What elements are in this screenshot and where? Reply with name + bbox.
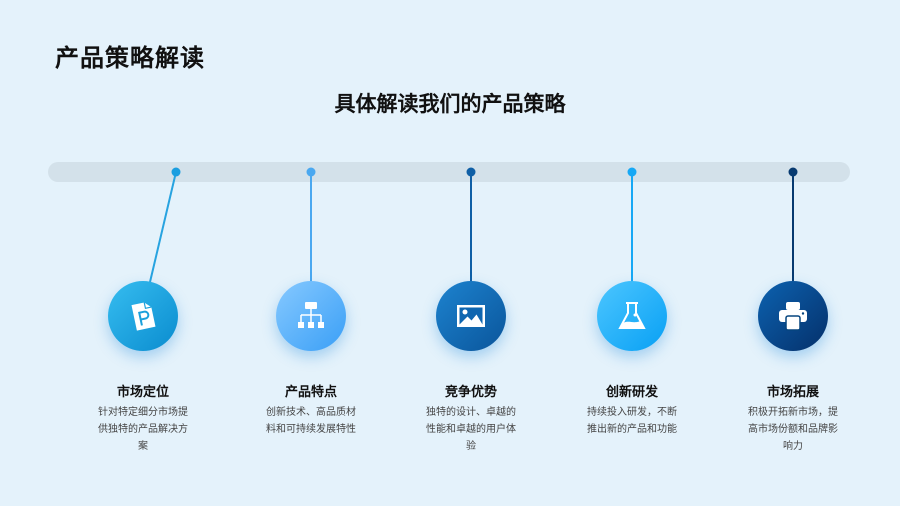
item-desc: 独特的设计、卓越的性能和卓越的用户体验 xyxy=(426,407,516,452)
timeline-dot xyxy=(466,167,476,177)
document-p-icon xyxy=(131,302,156,331)
timeline-dot xyxy=(788,167,798,177)
timeline-bar xyxy=(48,162,850,182)
item-title: 市场定位 xyxy=(116,385,169,400)
competitive-advantage-circle xyxy=(436,281,506,351)
item-title: 创新研发 xyxy=(605,385,658,400)
product-features-circle xyxy=(276,281,346,351)
timeline-dot xyxy=(171,167,181,177)
connector-line xyxy=(149,171,177,283)
timeline-dot xyxy=(306,167,316,177)
item-title: 市场拓展 xyxy=(766,385,819,400)
item-desc: 针对特定细分市场提供独特的产品解决方案 xyxy=(98,407,188,452)
page-subtitle: 具体解读我们的产品策略 xyxy=(334,92,566,116)
item-desc: 创新技术、高品质材料和可持续发展特性 xyxy=(266,407,356,435)
hierarchy-icon xyxy=(298,302,324,328)
flask-icon xyxy=(618,302,646,329)
item-desc: 持续投入研发，不断推出新的产品和功能 xyxy=(587,407,677,435)
item-desc: 积极开拓新市场，提高市场份额和品牌影响力 xyxy=(748,407,838,452)
printer-icon xyxy=(779,302,807,331)
market-positioning-circle xyxy=(108,281,178,351)
innovation-rd-circle xyxy=(597,281,667,351)
item-title: 产品特点 xyxy=(284,385,337,400)
item-title: 竞争优势 xyxy=(444,385,497,400)
page-title: 产品策略解读 xyxy=(55,44,205,72)
timeline-dot xyxy=(627,167,637,177)
image-icon xyxy=(457,305,485,327)
market-expansion-circle xyxy=(758,281,828,351)
